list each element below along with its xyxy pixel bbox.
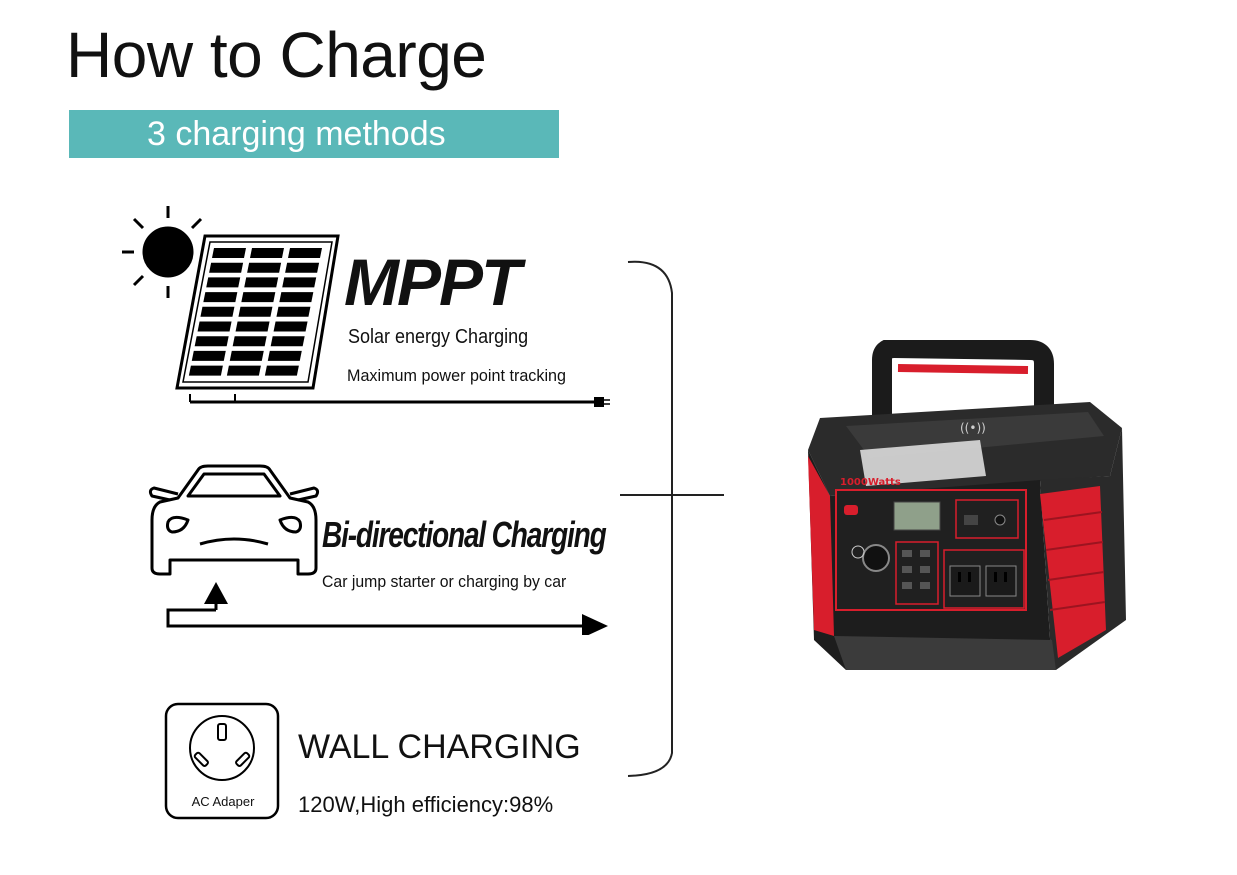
solar-cell [203,292,238,303]
wall-charging-title: WALL CHARGING [298,728,581,766]
solar-cell [264,365,299,376]
bidirectional-description: Car jump starter or charging by car [322,572,567,591]
sun-icon [122,206,203,298]
solar-cell [229,350,264,361]
page-title: How to Charge [66,19,487,91]
bracket-connector [620,260,724,777]
ac-adapter-label: AC Adaper [191,794,255,809]
solar-cell [238,306,273,317]
subtitle-banner: 3 charging methods [69,110,559,158]
solar-cell [279,292,314,303]
portable-power-station-image: ((•)) 1000Watts [808,340,1126,670]
solar-cell [232,336,267,347]
subtitle-banner-text: 3 charging methods [147,115,446,153]
mppt-subtitle: Solar energy Charging [348,326,529,348]
solar-cell [267,350,302,361]
solar-cell [188,365,223,376]
solar-cell [285,262,320,273]
car-icon [148,464,608,635]
solar-cell [288,248,322,258]
solar-cell [197,321,232,332]
solar-cell [226,365,261,376]
solar-cell [273,321,308,332]
ac-outlet-icon [164,702,280,820]
solar-cell [241,292,276,303]
brand-label: 1000Watts [840,477,901,488]
solar-cell [194,336,229,347]
solar-cell [276,306,311,317]
solar-cell [270,336,305,347]
solar-cell [247,262,282,273]
solar-cell [235,321,270,332]
solar-cell [250,248,284,258]
wall-charging-description: 120W,High efficiency:98% [298,792,554,817]
svg-text:((•)): ((•)) [960,421,986,435]
mppt-title: MPPT [344,245,521,319]
solar-cell [244,277,279,288]
bidirectional-title: Bi-directional Charging [322,514,607,555]
solar-cell [200,306,235,317]
solar-cell [191,350,226,361]
solar-cell [206,277,241,288]
solar-cell [209,262,244,273]
mppt-description: Maximum power point tracking [347,366,567,385]
solar-panel-icon [122,206,610,407]
solar-cell [282,277,317,288]
solar-cell [212,248,246,258]
